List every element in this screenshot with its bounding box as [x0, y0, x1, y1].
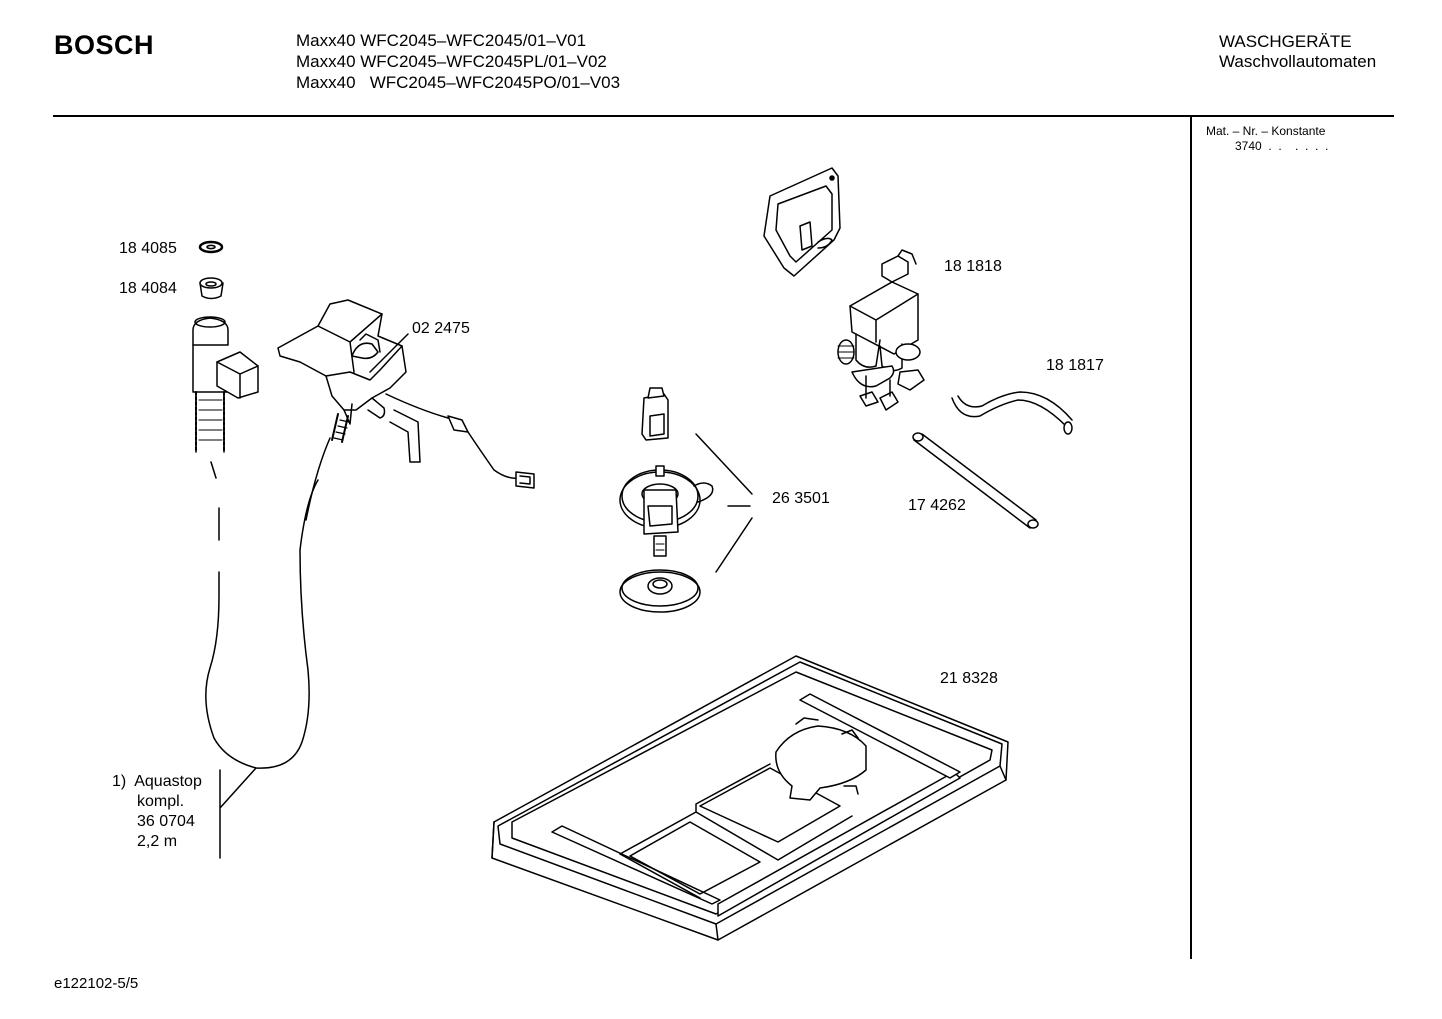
nut-part: [199, 277, 224, 300]
cable-wire: [385, 393, 521, 480]
part-label-218328: 21 8328: [940, 670, 998, 687]
elbow-pipe: [389, 409, 421, 463]
category-line-2: Waschvollautomaten: [1219, 52, 1377, 71]
aquastop-line-3: 36 0704: [137, 813, 195, 830]
cover-plate-part: [763, 167, 841, 277]
hose-left-side: [205, 461, 319, 769]
connector-clip-part: [641, 387, 669, 441]
washer-part: [198, 240, 224, 254]
aquastop-label: 1) Aquastop kompl. 36 0704 2,2 m: [112, 772, 202, 852]
part-label-263501: 26 3501: [772, 490, 830, 507]
hose-181817: [951, 391, 1073, 427]
part-label-181818: 18 1818: [944, 258, 1002, 275]
aquastop-valve-part: [192, 316, 259, 453]
part-label-181817: 18 1817: [1046, 357, 1104, 374]
leader-263501: [695, 433, 753, 573]
hose-label-bracket: [219, 767, 257, 859]
aquastop-line-4: 2,2 m: [137, 833, 178, 850]
side-panel-divider: [1190, 117, 1192, 959]
model-line-2: Maxx40 WFC2045–WFC2045PL/01–V02: [296, 52, 607, 71]
part-label-022475: 02 2475: [412, 320, 470, 337]
corrugated-hose: [331, 413, 349, 443]
water-inlet-housing-part: [277, 299, 407, 425]
side-panel: Mat. – Nr. – Konstante 3740 . . . . . .: [1206, 124, 1328, 154]
inlet-valve-part: [837, 249, 925, 411]
category: WASCHGERÄTE Waschvollautomaten: [1219, 32, 1376, 72]
membrane-disc-part: [619, 569, 701, 613]
drip-tray-part: [491, 655, 1009, 941]
part-label-184085: 18 4085: [119, 240, 177, 257]
aquastop-line-1: 1) Aquastop: [112, 773, 202, 790]
mat-nr-value: 3740 . . . . . .: [1235, 139, 1329, 153]
hose-right-side: [305, 437, 331, 521]
category-line-1: WASCHGERÄTE: [1219, 32, 1352, 51]
aquastop-line-2: kompl.: [137, 793, 185, 810]
mat-nr-label: Mat. – Nr. – Konstante: [1206, 124, 1326, 138]
membrane-assembly-part: [619, 465, 714, 557]
model-list: Maxx40 WFC2045–WFC2045/01–V01 Maxx40 WFC…: [296, 30, 620, 93]
header-divider: [53, 115, 1394, 117]
model-line-3: Maxx40 WFC2045–WFC2045PO/01–V03: [296, 73, 621, 92]
pipe-174262: [913, 433, 1037, 529]
part-label-174262: 17 4262: [908, 497, 966, 514]
brand-logo: BOSCH: [54, 30, 155, 60]
leader-022475: [369, 333, 409, 373]
cable-plug-part: [447, 415, 535, 489]
drawing-code: e122102-5/5: [54, 975, 139, 992]
model-line-1: Maxx40 WFC2045–WFC2045/01–V01: [296, 31, 587, 50]
part-label-184084: 18 4084: [119, 280, 177, 297]
